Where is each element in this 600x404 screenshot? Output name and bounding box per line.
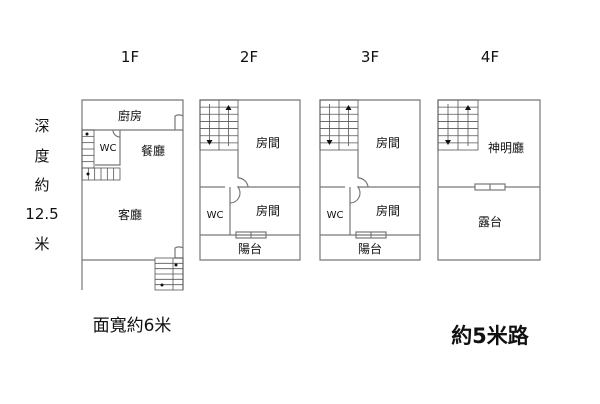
door-icon — [229, 177, 249, 204]
room-bedroom-1: 房間 — [256, 135, 280, 150]
floor-label-4f: 4F — [481, 48, 499, 66]
stairs-icon — [319, 99, 359, 151]
arrow-down-icon — [445, 140, 451, 145]
door-icon — [349, 177, 369, 204]
depth-label: 深 度 約 12.5 米 — [25, 117, 58, 253]
room-bedroom-2: 房間 — [376, 203, 400, 218]
floor-label-1f: 1F — [121, 48, 139, 66]
room-wc: WC — [327, 210, 344, 221]
depth-char: 深 — [34, 117, 49, 135]
door-icon — [174, 246, 184, 259]
stairs-marker — [86, 172, 90, 176]
walls — [319, 99, 421, 261]
room-living: 客廳 — [118, 207, 142, 222]
stairs-marker — [85, 132, 89, 136]
road-label: 約5米路 — [451, 324, 530, 348]
depth-char: 米 — [34, 235, 49, 253]
width-label: 面寬約6米 — [93, 316, 172, 336]
floor-label-2f: 2F — [240, 48, 258, 66]
depth-char: 度 — [34, 147, 49, 165]
room-shrine-hall: 神明廳 — [488, 140, 524, 155]
depth-value: 12.5 — [25, 205, 58, 223]
stairs-marker — [160, 283, 164, 287]
walls — [437, 99, 541, 261]
door-icon — [174, 114, 184, 131]
stairs-icon — [81, 167, 121, 181]
floor-3f: 房間 WC 房間 陽台 — [319, 99, 421, 261]
floor-4f: 神明廳 露台 — [437, 99, 541, 261]
stairs-icon — [81, 129, 95, 169]
walls — [81, 99, 184, 290]
stairs-icon — [437, 99, 479, 151]
room-balcony: 陽台 — [238, 241, 262, 256]
floor-2f: 房間 WC 房間 陽台 — [199, 99, 301, 261]
room-wc: WC — [207, 210, 224, 221]
stairs-icon — [154, 257, 184, 291]
floor-1f: 廚房 WC 餐廳 客廳 — [81, 99, 184, 291]
wc-walls — [95, 129, 121, 166]
room-bedroom-1: 房間 — [376, 135, 400, 150]
stairs-marker — [174, 263, 178, 267]
stairs-icon — [199, 99, 239, 151]
room-terrace: 露台 — [478, 214, 502, 229]
depth-char: 約 — [34, 176, 49, 194]
arrow-down-icon — [206, 140, 213, 145]
arrow-up-icon — [345, 105, 352, 110]
arrow-up-icon — [225, 105, 232, 110]
walls — [199, 99, 301, 261]
room-kitchen: 廚房 — [118, 108, 142, 123]
room-balcony: 陽台 — [358, 241, 382, 256]
room-bedroom-2: 房間 — [256, 203, 280, 218]
room-dining: 餐廳 — [141, 143, 165, 158]
floor-label-3f: 3F — [361, 48, 379, 66]
arrow-up-icon — [465, 105, 471, 110]
room-wc: WC — [100, 143, 117, 154]
arrow-down-icon — [326, 140, 333, 145]
